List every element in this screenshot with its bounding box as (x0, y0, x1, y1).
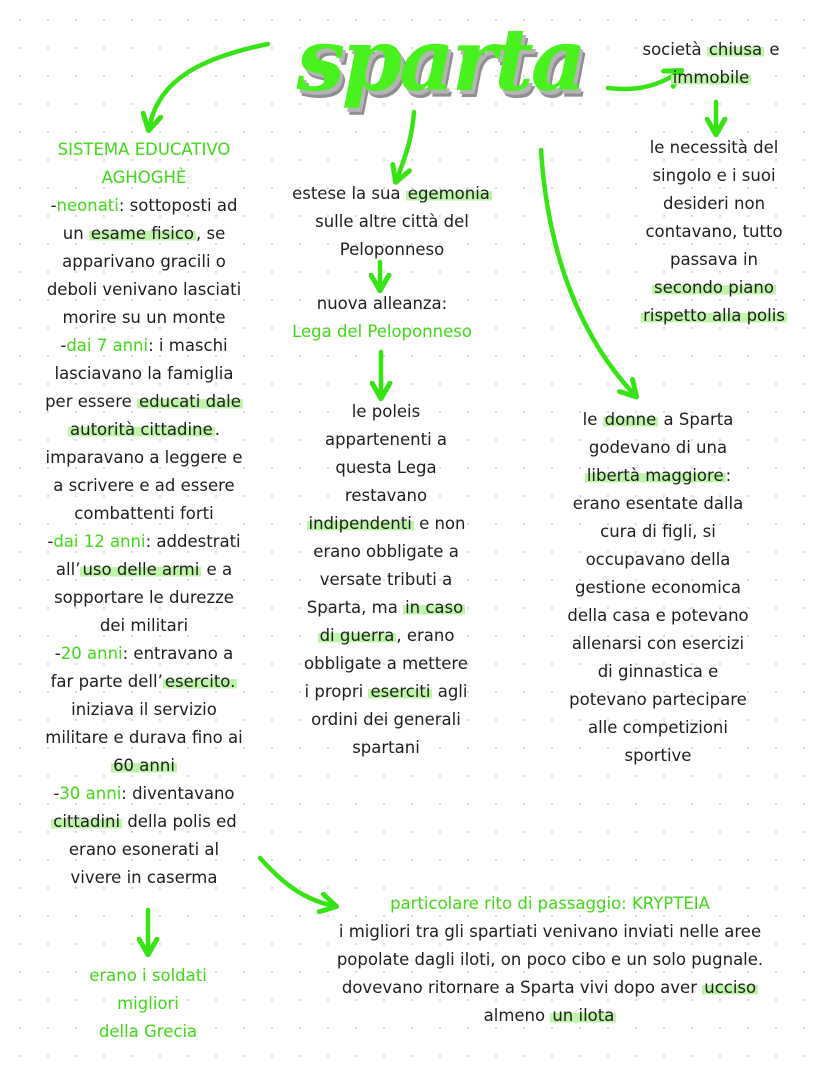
society-note: società chiusa e immobile (642, 40, 780, 87)
soldiers-note: erano i soldati migliori della Grecia (89, 966, 207, 1041)
individual-note: le necessità del singolo e i suoi deside… (641, 138, 787, 325)
women-note: le donne a Sparta godevano di una libert… (567, 410, 749, 765)
education-heading: SISTEMA EDUCATIVO (57, 140, 231, 159)
page-title: sparta (296, 9, 586, 111)
arrow-to-women (538, 147, 632, 392)
alliance-note: nuova alleanza: Lega del Peloponneso (292, 294, 472, 341)
krypteia-note: particolare rito di passaggio: KRYPTEIA … (280, 890, 820, 1030)
poleis-note: le poleis appartenenti a questa Lega res… (304, 402, 468, 757)
arrow-to-krypteia (257, 855, 330, 905)
arrow-to-education (150, 41, 271, 124)
arrow-to-hegemony (398, 109, 417, 176)
hegemony-note: estese la sua egemonia sulle altre città… (292, 184, 492, 259)
krypteia-heading: particolare rito di passaggio: KRYPTEIA (390, 894, 710, 913)
education-system-section: SISTEMA EDUCATIVO AGHOGHÈ -neonati: sott… (10, 136, 278, 892)
